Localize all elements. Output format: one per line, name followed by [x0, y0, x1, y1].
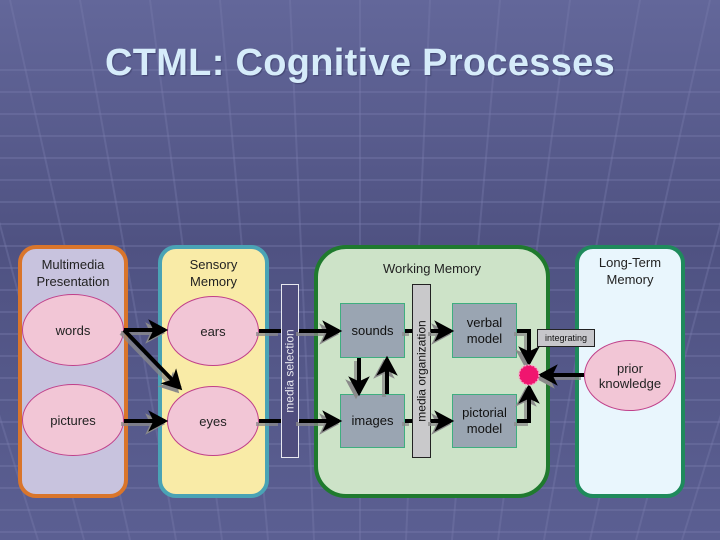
- prior-knowledge-node: prior knowledge: [584, 340, 676, 411]
- sounds-box: sounds: [340, 303, 405, 358]
- words-node: words: [22, 294, 124, 366]
- multimedia-presentation-label: Multimedia Presentation: [22, 256, 124, 290]
- media-selection-bar: media selection: [281, 284, 299, 458]
- label-line: Multimedia: [41, 257, 105, 272]
- eyes-label: eyes: [199, 413, 227, 429]
- verbal-model-box: verbal model: [452, 303, 517, 358]
- grid-line: [0, 414, 39, 540]
- label-line: Long-Term: [598, 255, 662, 270]
- prior-knowledge-label: prior knowledge: [599, 361, 661, 391]
- pictures-node: pictures: [22, 384, 124, 456]
- label-line: model: [466, 330, 503, 346]
- label-line: model: [466, 421, 503, 436]
- verbal-model-label: verbal model: [467, 315, 502, 347]
- slide-title: CTML: Cognitive Processes: [104, 42, 616, 84]
- label-line: Memory: [190, 274, 237, 289]
- multimedia-presentation-panel: Multimedia Presentation: [18, 245, 128, 498]
- media-selection-label: media selection: [283, 329, 298, 413]
- long-term-memory-label: Long-Term Memory: [579, 254, 681, 288]
- label-line: knowledge: [598, 375, 662, 391]
- pictorial-model-box: pictorial model: [452, 394, 517, 448]
- label-line: pictorial: [462, 405, 507, 420]
- words-label: words: [55, 322, 91, 338]
- media-organization-bar: media organization: [412, 284, 431, 458]
- images-label: images: [351, 413, 394, 428]
- grid-line: [681, 414, 720, 540]
- ears-label: ears: [200, 323, 226, 339]
- label-line: verbal: [466, 314, 503, 330]
- label-line: Memory: [606, 272, 654, 287]
- working-memory-label: Working Memory: [382, 261, 481, 276]
- sensory-memory-label: Sensory Memory: [162, 256, 265, 290]
- integrating-label: integrating: [544, 333, 588, 343]
- label-line: prior: [616, 360, 643, 376]
- integrating-label-box: integrating: [537, 329, 595, 347]
- label-line: Presentation: [36, 274, 110, 289]
- images-box: images: [340, 394, 405, 448]
- pictures-label: pictures: [50, 412, 96, 428]
- ears-node: ears: [167, 296, 259, 366]
- pictorial-model-label: pictorial model: [462, 405, 507, 437]
- eyes-node: eyes: [167, 386, 259, 456]
- sounds-label: sounds: [351, 322, 394, 338]
- working-memory-panel: Working Memory: [314, 245, 550, 498]
- sensory-memory-panel: Sensory Memory: [158, 245, 269, 498]
- media-organization-label: media organization: [414, 320, 429, 422]
- label-line: Sensory: [189, 257, 238, 272]
- grid-line: [289, 0, 315, 540]
